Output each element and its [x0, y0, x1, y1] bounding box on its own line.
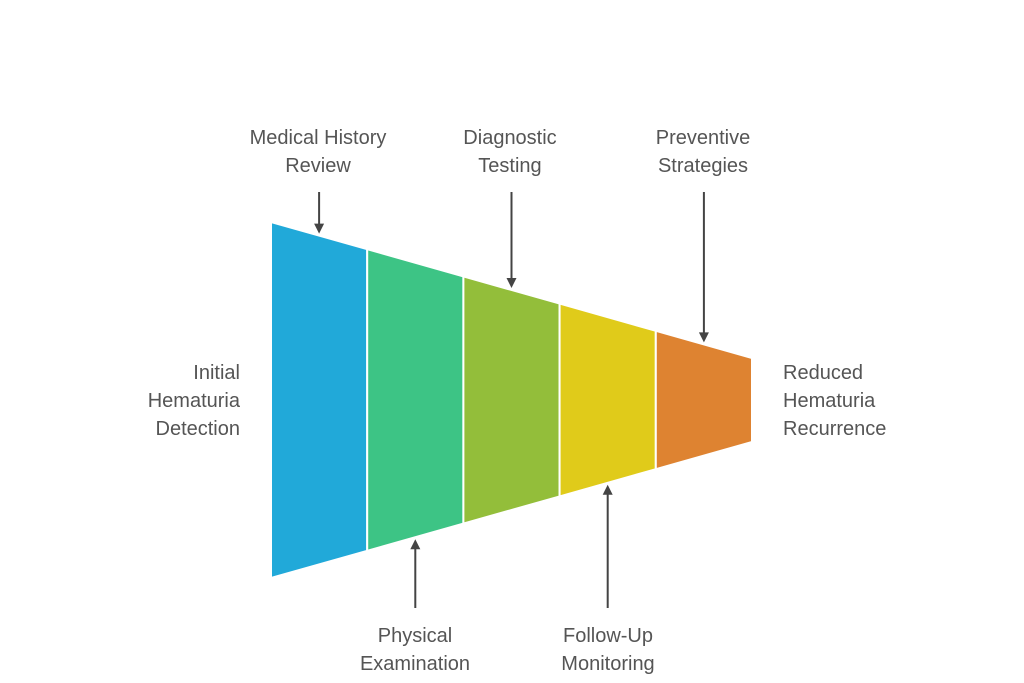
arrowhead-icon: [698, 332, 709, 343]
start-label-line: Hematuria: [147, 390, 240, 412]
stage-label-line: Follow-Up: [562, 625, 654, 647]
stage-label-line: Physical: [377, 625, 453, 647]
arrowhead-icon: [602, 484, 613, 495]
funnel-segment-diagnostic-testing: [462, 275, 561, 525]
stage-label-line: Medical History: [249, 127, 387, 149]
stage-label-line: Monitoring: [561, 653, 655, 675]
stage-label-line: Testing: [478, 155, 542, 177]
stage-label-line: Strategies: [657, 155, 749, 177]
stage-label-physical-examination: Physical Examination: [360, 622, 470, 678]
start-label-line: Detection: [155, 418, 241, 440]
funnel-segment-physical-examination: [366, 247, 465, 553]
stage-label-line: Diagnostic: [463, 127, 557, 149]
stage-label-line: Examination: [359, 653, 471, 675]
end-label-line: Hematuria: [783, 390, 876, 412]
end-label-line: Recurrence: [783, 418, 887, 440]
start-label: Initial Hematuria Detection: [148, 359, 240, 443]
stage-label-medical-history-review: Medical History Review: [250, 124, 387, 180]
stage-label-line: Review: [285, 155, 351, 177]
funnel-segment-follow-up-monitoring: [558, 302, 657, 498]
arrowhead-icon: [410, 539, 421, 550]
end-label: Reduced Hematuria Recurrence: [783, 359, 886, 443]
arrowhead-icon: [314, 223, 325, 234]
stage-label-follow-up-monitoring: Follow-Up Monitoring: [561, 622, 654, 678]
end-label-line: Reduced: [783, 362, 864, 384]
funnel-segment-preventive-strategies: [654, 329, 753, 471]
stage-label-diagnostic-testing: Diagnostic Testing: [463, 124, 556, 180]
start-label-line: Initial: [193, 362, 240, 384]
funnel-segment-medical-history-review: [270, 220, 369, 580]
stage-label-preventive-strategies: Preventive Strategies: [656, 124, 751, 180]
arrowhead-icon: [506, 278, 517, 288]
stage-label-line: Preventive: [655, 127, 751, 149]
